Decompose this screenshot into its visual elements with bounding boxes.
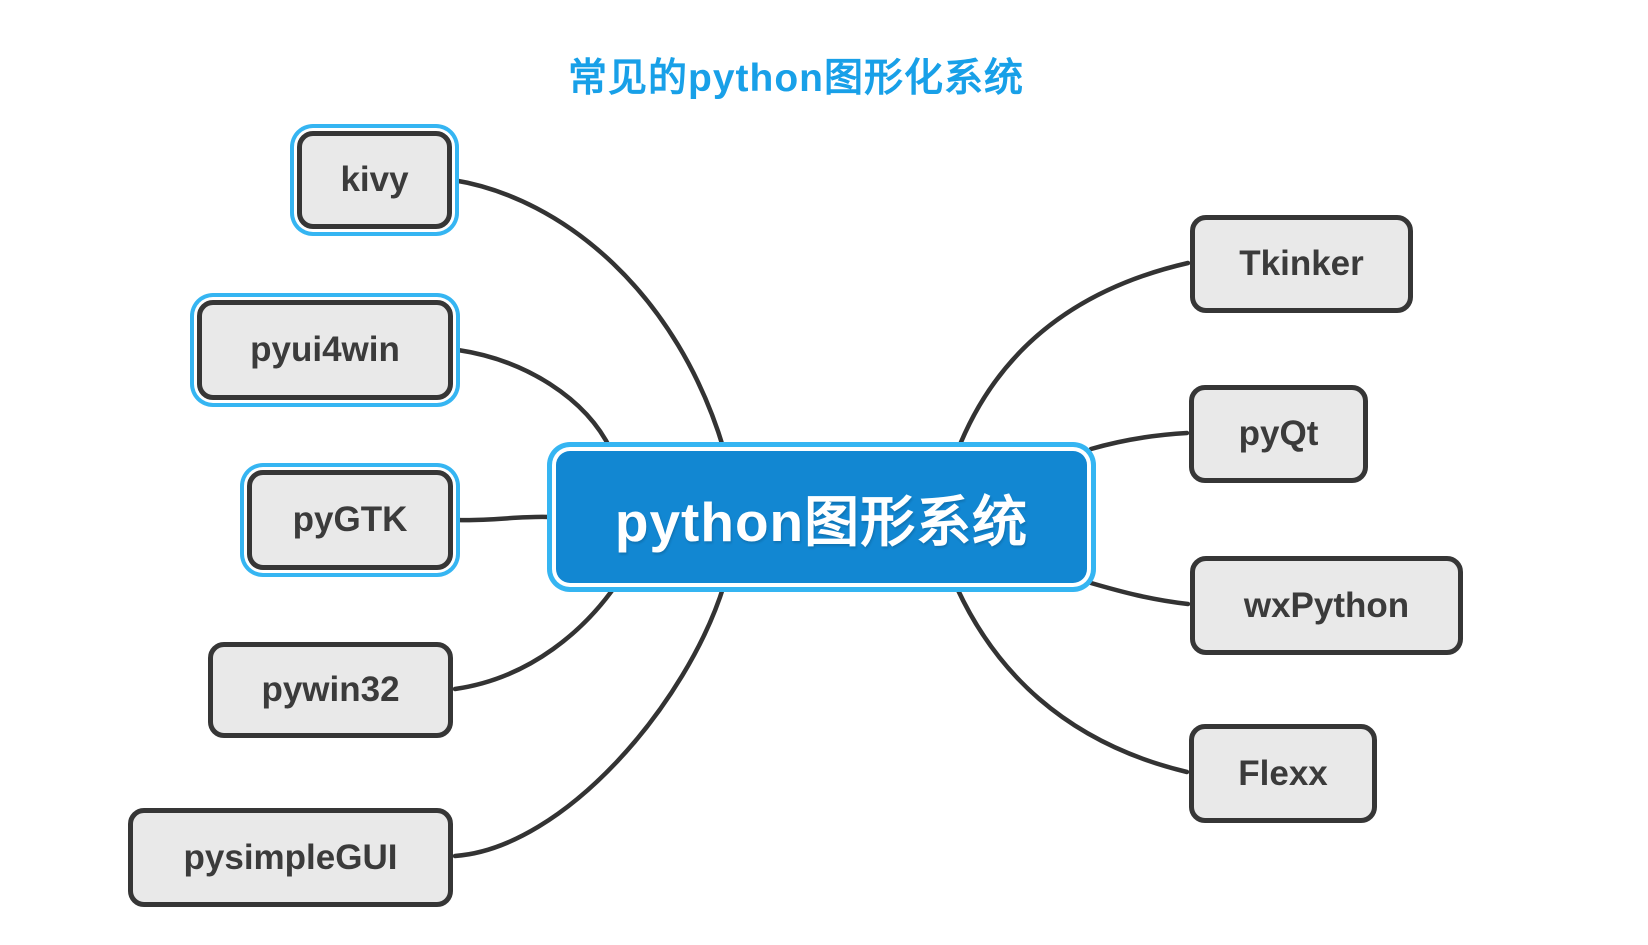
- connector-wxpython: [1088, 580, 1191, 607]
- node-wxpython[interactable]: wxPython: [1190, 556, 1463, 655]
- node-pyqt[interactable]: pyQt: [1189, 385, 1368, 483]
- connector-flexx: [954, 585, 1190, 775]
- connector-pyui4win: [455, 347, 614, 453]
- page-title: 常见的python图形化系统: [568, 57, 1024, 100]
- node-tkinker[interactable]: Tkinker: [1190, 215, 1413, 313]
- node-center-label: python图形系统: [614, 491, 1029, 553]
- node-pyui4win[interactable]: pyui4win: [197, 300, 453, 400]
- node-pyui4win-label: pyui4win: [250, 330, 400, 369]
- node-pysimplegui[interactable]: pysimpleGUI: [128, 808, 453, 907]
- node-kivy-label: kivy: [340, 160, 409, 199]
- node-wxpython-label: wxPython: [1243, 585, 1410, 625]
- node-pywin32-label: pywin32: [261, 670, 400, 709]
- node-pygtk-label: pyGTK: [292, 500, 408, 539]
- connector-pyqt: [1088, 430, 1190, 452]
- node-pyqt-label: pyQt: [1238, 414, 1319, 453]
- node-center-python-graphics[interactable]: python图形系统: [556, 451, 1087, 583]
- node-pysimplegui-label: pysimpleGUI: [183, 837, 398, 877]
- node-pywin32[interactable]: pywin32: [208, 642, 453, 738]
- node-flexx[interactable]: Flexx: [1189, 724, 1377, 823]
- node-tkinker-label: Tkinker: [1239, 244, 1364, 283]
- node-kivy[interactable]: kivy: [297, 131, 452, 229]
- connector-tkinker: [954, 260, 1191, 455]
- connector-pywin32: [452, 582, 619, 692]
- node-flexx-label: Flexx: [1238, 753, 1328, 793]
- node-pygtk[interactable]: pyGTK: [247, 470, 453, 570]
- connector-pygtk: [455, 514, 552, 523]
- connector-pysimplegui: [452, 582, 727, 859]
- connector-kivy: [450, 177, 727, 453]
